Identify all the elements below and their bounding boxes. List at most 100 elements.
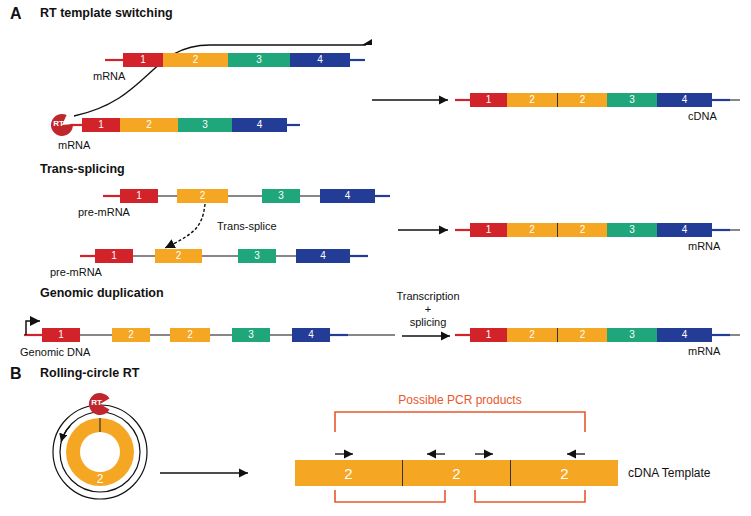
exon-number: 4 [682, 330, 688, 340]
exon-box: 2 [112, 328, 150, 342]
exon-box: 4 [320, 189, 375, 203]
exon-number: 4 [345, 191, 351, 201]
exon-number: 3 [629, 330, 635, 340]
exon-box: 4 [296, 249, 350, 263]
utr-tail [330, 334, 348, 336]
exon-number: 1 [486, 330, 492, 340]
rt-enzyme: RT [88, 392, 112, 416]
exon-box: 1 [123, 53, 163, 67]
utr-tail [80, 255, 95, 257]
exon-box: 2 [170, 328, 210, 342]
exon-number: 2 [452, 466, 460, 481]
text-label: cDNA [688, 110, 717, 123]
exon-number: 2 [529, 225, 535, 235]
exon-box: 2 [177, 189, 228, 203]
panel-heading: RT template switching [40, 6, 173, 21]
exon-number: 3 [256, 55, 262, 65]
enzyme-label: RT [89, 399, 104, 407]
utr-tail [350, 255, 368, 257]
panel-heading: Rolling-circle RT [40, 366, 139, 381]
exon-number: 1 [58, 330, 64, 340]
utr-tail [712, 99, 730, 101]
exon-box: 2 [557, 223, 607, 237]
pcr-bracket [335, 490, 445, 502]
exon-number: 3 [202, 120, 208, 130]
text-label: splicing [410, 316, 447, 329]
exon-box: 3 [262, 189, 300, 203]
exon-number: 1 [98, 120, 104, 130]
exon-number: 2 [66, 472, 134, 486]
exon-number: 3 [278, 191, 284, 201]
text-label: Genomic DNA [20, 346, 90, 359]
panel-heading: B [10, 364, 22, 383]
exon-number: 2 [580, 95, 586, 105]
exon-box: 4 [290, 53, 350, 67]
text-label: mRNA [688, 240, 720, 253]
exon-number: 2 [344, 466, 352, 481]
exon-number: 3 [629, 95, 635, 105]
exon-box: 2 [557, 93, 607, 107]
utr-tail [105, 59, 123, 61]
exon-box: 1 [82, 118, 120, 132]
promoter-arrow [26, 321, 40, 335]
exon-box: 1 [470, 328, 507, 342]
process-arrow [372, 99, 448, 100]
process-arrow [398, 229, 448, 230]
exon-box: 1 [470, 223, 507, 237]
exon-box: 2 [507, 93, 557, 107]
utr-tail [375, 195, 390, 197]
text-label: mRNA [58, 139, 90, 152]
exon-box: 3 [232, 328, 270, 342]
text-label: Transcription [396, 290, 459, 303]
exon-box: 1 [95, 249, 133, 263]
exon-box: 1 [42, 328, 80, 342]
cdna-spiral [53, 405, 147, 499]
exon-box: 3 [228, 53, 290, 67]
exon-box: 2 [402, 460, 510, 486]
exon-number: 1 [111, 251, 117, 261]
process-arrow [402, 335, 450, 336]
exon-number: 1 [140, 55, 146, 65]
exon-box: 1 [120, 189, 158, 203]
exon-box: 4 [232, 118, 287, 132]
text-label: + [425, 303, 431, 316]
exon-box: 1 [470, 93, 507, 107]
exon-number: 2 [193, 55, 199, 65]
exon-box: 4 [292, 328, 330, 342]
exon-number: 2 [200, 191, 206, 201]
primer-arrow [427, 453, 445, 454]
utr-tail [455, 334, 470, 336]
exon-number: 2 [187, 330, 193, 340]
pcr-bracket [475, 490, 585, 502]
rt-enzyme: RT [50, 113, 74, 137]
text-label: cDNA Template [628, 466, 710, 480]
exon-number: 2 [176, 251, 182, 261]
exon-box: 4 [657, 223, 712, 237]
pcr-bracket [335, 412, 585, 432]
exon-box: 3 [607, 93, 657, 107]
exon-number: 2 [560, 466, 568, 481]
exon-number: 1 [136, 191, 142, 201]
exon-box: 4 [657, 328, 712, 342]
primer-arrow [335, 453, 353, 454]
utr-tail [455, 229, 470, 231]
exon-box: 2 [557, 328, 607, 342]
panel-heading: A [10, 4, 22, 23]
exon-box: 2 [507, 328, 557, 342]
exon-number: 4 [320, 251, 326, 261]
utr-tail [712, 334, 730, 336]
exon-number: 3 [248, 330, 254, 340]
text-label: mRNA [93, 70, 125, 83]
trans-splice-arrow [165, 204, 205, 248]
enzyme-label: RT [51, 120, 66, 128]
exon-box: 4 [657, 93, 712, 107]
exon-number: 2 [580, 330, 586, 340]
exon-number: 4 [682, 95, 688, 105]
cdna-spiral [60, 412, 140, 492]
exon-box: 2 [510, 460, 618, 486]
exon-number: 2 [146, 120, 152, 130]
primer-arrow [567, 453, 585, 454]
exon-number: 4 [257, 120, 263, 130]
exon-box: 3 [607, 328, 657, 342]
primer-arrow [475, 453, 493, 454]
